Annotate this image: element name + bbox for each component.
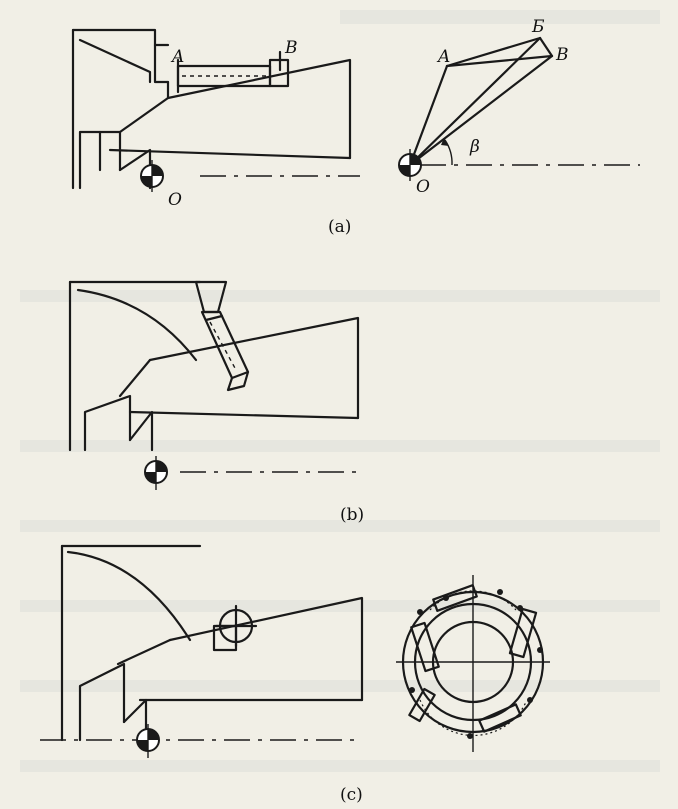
cylinder-foot-b [226, 370, 250, 392]
boom-lower-a [118, 96, 170, 134]
support-leg-b [128, 410, 154, 452]
label-a-point-2: A [436, 47, 450, 67]
rotary-head-c [212, 604, 258, 652]
bleed-through-texture [20, 10, 660, 772]
ring-cylinder-lower-left [408, 687, 436, 723]
cylinder-fill-b [209, 321, 237, 371]
lower-block-b [83, 394, 132, 452]
ring-cylinder-bottom [478, 703, 522, 733]
label-b-cyrillic: Б [531, 17, 545, 37]
panel-a-vector-diagram: A Б B β O [398, 17, 640, 197]
ring-mechanism-c [396, 575, 550, 752]
link-bcyr-b [538, 36, 554, 58]
label-origin-a2: O [416, 177, 430, 197]
lower-block-c [78, 662, 126, 742]
boom-lower-b [118, 358, 152, 398]
caption-b: (b) [340, 505, 364, 525]
caption-c: (c) [340, 785, 363, 805]
ring-cylinder-left [410, 621, 440, 673]
label-b-point-2: B [555, 45, 569, 65]
label-origin-a: O [168, 190, 182, 210]
origin-marker-c [136, 724, 160, 758]
angle-arrowhead [441, 138, 449, 146]
origin-marker-b [144, 456, 168, 490]
ring-shading [419, 590, 527, 737]
label-angle: β [469, 137, 480, 157]
hopper-inner-a [78, 38, 152, 84]
vector-ob [408, 54, 554, 167]
label-b-point: B [284, 38, 298, 58]
base-line-a [108, 148, 352, 160]
label-a-point: A [170, 47, 184, 67]
link-a-bcyr [445, 36, 542, 68]
link-a-b [445, 54, 554, 68]
panel-c-machine [40, 544, 364, 758]
vector-oa [408, 64, 449, 167]
boom-housing-a [166, 58, 352, 160]
panel-b-machine [68, 280, 360, 490]
origin-marker-a [140, 160, 164, 192]
ring-pivots [409, 589, 543, 739]
cylinder-b [194, 280, 250, 392]
origin-marker-a2 [398, 149, 422, 181]
panel-a-machine: A B O [71, 28, 360, 210]
ring-cylinder-right [508, 607, 538, 659]
hopper-curve-c [66, 550, 192, 642]
support-leg-c [122, 698, 148, 742]
caption-a: (a) [328, 217, 351, 237]
boom-lower-c [116, 638, 172, 666]
hopper-curve-b [76, 288, 198, 362]
boom-housing-b [148, 316, 360, 420]
base-line-b [128, 410, 360, 420]
cylinder-band-b [204, 314, 224, 322]
hopper-a [71, 28, 170, 84]
